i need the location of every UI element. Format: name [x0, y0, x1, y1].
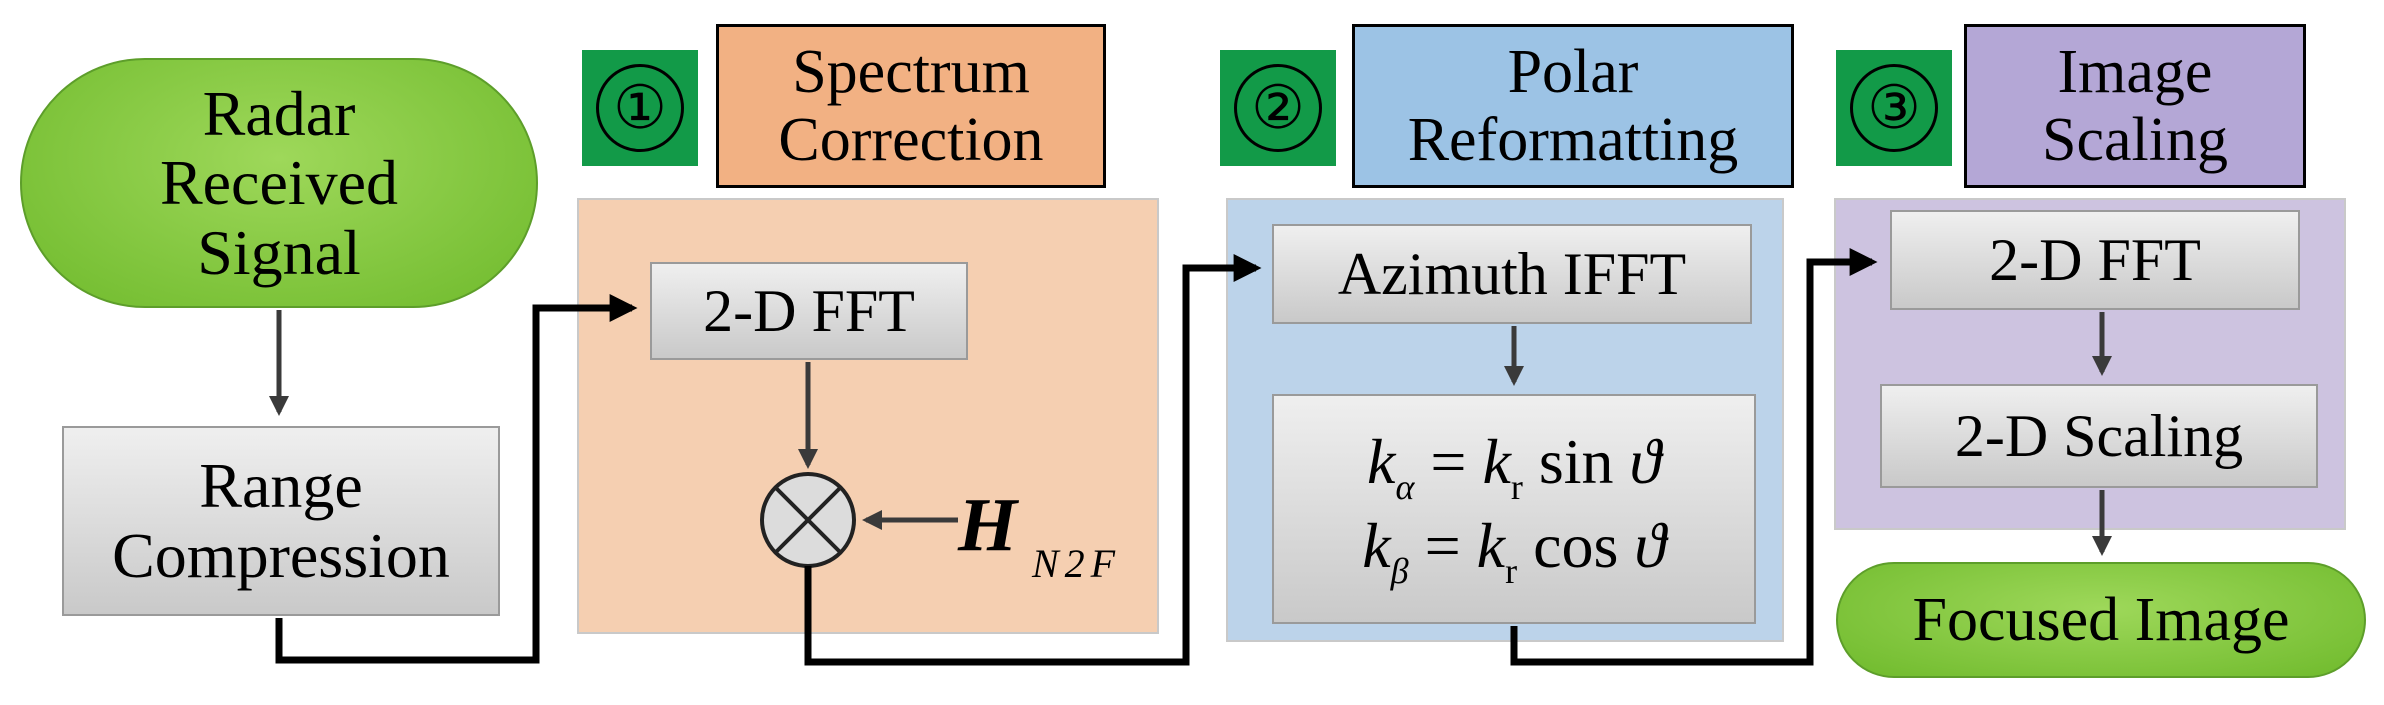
2d-scaling-label: 2-D Scaling	[1954, 403, 2244, 469]
azimuth-ifft-label: Azimuth IFFT	[1337, 241, 1687, 307]
eq2-cos: cos	[1533, 510, 1619, 581]
image-scaling-header: Image Scaling	[1964, 24, 2306, 188]
connector-multiplier-to-ifft	[804, 254, 1262, 666]
step1-2d-fft-label: 2-D FFT	[703, 278, 915, 344]
eq1-theta: ϑ	[1629, 426, 1661, 498]
circle-times-icon	[760, 472, 856, 568]
eq2-kr: k	[1476, 510, 1506, 581]
filter-h-symbol: H	[958, 483, 1018, 567]
eq1-equals: =	[1430, 426, 1467, 498]
azimuth-ifft-box: Azimuth IFFT	[1272, 224, 1752, 324]
step-3-number: ③	[1850, 64, 1938, 152]
polar-reformatting-header: Polar Reformatting	[1352, 24, 1794, 188]
polar-reformatting-title: Polar Reformatting	[1407, 37, 1739, 174]
eq2-k: k	[1362, 510, 1391, 581]
eq2-r: r	[1505, 551, 1518, 592]
spectrum-correction-header: Spectrum Correction	[716, 24, 1106, 188]
range-compression-box: Range Compression	[62, 426, 500, 616]
image-scaling-title: Image Scaling	[2042, 37, 2228, 174]
eq1-alpha: α	[1395, 467, 1415, 508]
eq2-equals: =	[1424, 510, 1461, 581]
eq1-sin: sin	[1538, 426, 1614, 498]
spectrum-correction-title: Spectrum Correction	[778, 37, 1044, 174]
step-1-badge: ①	[582, 50, 698, 166]
step1-2d-fft-box: 2-D FFT	[650, 262, 968, 360]
step-2-number: ②	[1234, 64, 1322, 152]
filter-h-n2f-label: H N2F	[958, 482, 1158, 592]
filter-subscript: N2F	[1032, 541, 1122, 586]
step-2-badge: ②	[1220, 50, 1336, 166]
step-3-badge: ③	[1836, 50, 1952, 166]
step3-2d-fft-label: 2-D FFT	[1989, 227, 2201, 293]
2d-scaling-box: 2-D Scaling	[1880, 384, 2318, 488]
eq1-kr: k	[1482, 426, 1511, 498]
range-compression-label: Range Compression	[112, 449, 450, 591]
equation-k-beta: kβ = kr cos ϑ	[1362, 509, 1666, 593]
connector-range-to-fft	[275, 294, 638, 664]
step3-2d-fft-box: 2-D FFT	[1890, 210, 2300, 310]
focused-image-label: Focused Image	[1912, 585, 2290, 654]
radar-received-signal-label: Radar Received Signal	[159, 78, 399, 288]
polar-equations-box: kα = kr sin ϑ kβ = kr cos ϑ	[1272, 394, 1756, 624]
radar-received-signal-terminal: Radar Received Signal	[20, 58, 538, 308]
eq1-r: r	[1510, 467, 1523, 508]
connector-equations-to-fft	[1510, 248, 1878, 666]
step-1-number: ①	[596, 64, 684, 152]
eq2-beta: β	[1390, 551, 1409, 592]
focused-image-terminal: Focused Image	[1836, 562, 2366, 678]
eq1-k: k	[1367, 426, 1396, 498]
equation-k-alpha: kα = kr sin ϑ	[1367, 425, 1661, 509]
eq2-theta: ϑ	[1634, 510, 1666, 581]
